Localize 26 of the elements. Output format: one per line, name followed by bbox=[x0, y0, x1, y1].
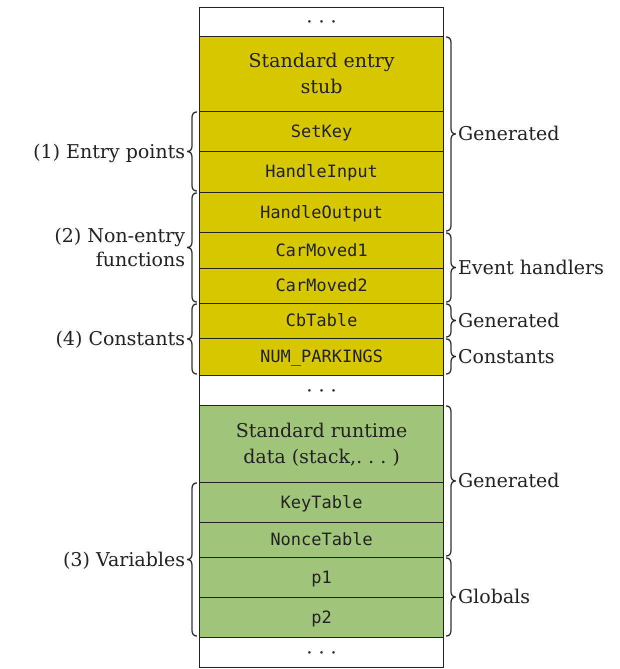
memory-region: NUM_PARKINGS bbox=[199, 338, 444, 376]
brace-label: Globals bbox=[458, 585, 530, 609]
ellipsis-cell: · · · bbox=[199, 637, 444, 668]
ellipsis-cell: · · · bbox=[199, 375, 444, 406]
memory-region: NonceTable bbox=[199, 522, 444, 558]
memory-region: CbTable bbox=[199, 303, 444, 339]
brace-label: Generated bbox=[458, 122, 560, 146]
ellipsis-cell: · · · bbox=[199, 7, 444, 37]
brace-label: Event handlers bbox=[458, 256, 604, 280]
memory-region: p2 bbox=[199, 597, 444, 638]
memory-region: HandleOutput bbox=[199, 192, 444, 233]
memory-region: KeyTable bbox=[199, 482, 444, 523]
brace-label: (1) Entry points bbox=[32, 140, 185, 164]
memory-region: SetKey bbox=[199, 111, 444, 152]
brace-label: Generated bbox=[458, 469, 560, 493]
brace-label: Constants bbox=[458, 344, 555, 368]
memory-region: CarMoved2 bbox=[199, 268, 444, 304]
brace-label: (3) Variables bbox=[62, 548, 185, 572]
memory-region: Standard entry stub bbox=[199, 36, 444, 112]
brace-label: (4) Constants bbox=[54, 327, 185, 351]
memory-region: CarMoved1 bbox=[199, 232, 444, 269]
memory-region: p1 bbox=[199, 557, 444, 598]
brace-label: Generated bbox=[458, 308, 560, 332]
brace-label: (2) Non-entry functions bbox=[53, 224, 185, 272]
memory-region: Standard runtime data (stack,. . . ) bbox=[199, 405, 444, 483]
memory-region: HandleInput bbox=[199, 151, 444, 193]
